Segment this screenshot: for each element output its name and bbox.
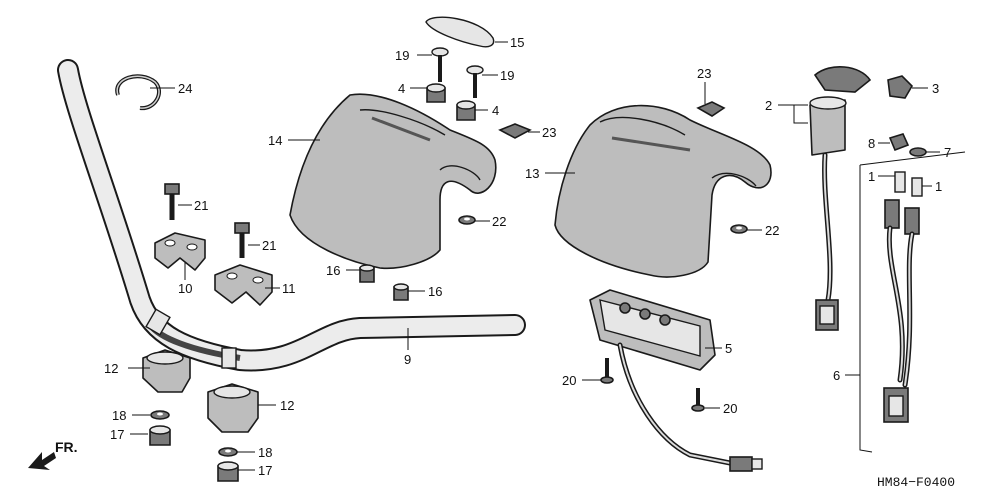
indicator-5 xyxy=(589,289,763,472)
leader-lines xyxy=(128,41,940,471)
callout-21a: 21 xyxy=(194,198,208,213)
callout-19b: 19 xyxy=(500,68,514,83)
bolt-21-b xyxy=(234,222,250,258)
callout-12b: 12 xyxy=(280,398,294,413)
callout-16a: 16 xyxy=(326,263,340,278)
harness-bracket xyxy=(859,151,966,453)
callout-17b: 17 xyxy=(258,463,272,478)
callout-14: 14 xyxy=(268,133,282,148)
callout-17a: 17 xyxy=(110,427,124,442)
callout-24: 24 xyxy=(178,81,192,96)
nut-3 xyxy=(887,75,914,99)
switch-bracket xyxy=(793,104,808,124)
callout-5: 5 xyxy=(725,341,732,356)
screw-19-a xyxy=(431,47,449,82)
nut-22-b xyxy=(730,224,748,234)
nut-23-a xyxy=(498,123,532,139)
handlebar-cover-13 xyxy=(554,104,772,278)
lower-holder-12-b xyxy=(207,383,259,433)
washer-7 xyxy=(909,147,927,157)
grommet-4-b xyxy=(456,100,476,121)
callout-21b: 21 xyxy=(262,238,276,253)
callout-11: 11 xyxy=(282,281,296,296)
collar-16-a xyxy=(359,264,375,283)
nut-17-a xyxy=(149,425,171,446)
washer-18-a xyxy=(150,410,170,420)
callout-1b: 1 xyxy=(935,179,942,194)
callout-18b: 18 xyxy=(258,445,272,460)
callout-4a: 4 xyxy=(398,81,405,96)
front-marker-label: FR. xyxy=(55,439,78,455)
callout-15: 15 xyxy=(510,35,524,50)
lower-holder-12-a xyxy=(142,349,191,393)
collar-16-b xyxy=(393,283,409,301)
callout-1a: 1 xyxy=(868,169,875,184)
grommet-4-a xyxy=(426,83,446,103)
callout-labels: 24 21 21 10 11 12 12 18 17 18 17 14 15 1… xyxy=(104,35,951,478)
washer-18-b xyxy=(218,447,238,457)
nut-17-b xyxy=(217,461,239,482)
front-arrow-icon xyxy=(28,452,56,470)
callout-23a: 23 xyxy=(542,125,556,140)
bolt-21-a xyxy=(164,183,180,220)
callout-2: 2 xyxy=(765,98,772,113)
callout-22b: 22 xyxy=(765,223,779,238)
nut-22-a xyxy=(458,215,476,225)
handlebar xyxy=(57,59,526,372)
callout-18a: 18 xyxy=(112,408,126,423)
diagram-code: HM84−F0400 xyxy=(877,475,955,490)
callout-3: 3 xyxy=(932,81,939,96)
callout-22a: 22 xyxy=(492,214,506,229)
callout-9: 9 xyxy=(404,352,411,367)
handlebar-cover-14 xyxy=(289,93,497,270)
callout-23b: 23 xyxy=(697,66,711,81)
callout-16b: 16 xyxy=(428,284,442,299)
nut-8 xyxy=(888,133,910,152)
callout-10: 10 xyxy=(178,281,192,296)
callout-20b: 20 xyxy=(723,401,737,416)
switch-2 xyxy=(809,65,872,331)
callout-13: 13 xyxy=(525,166,539,181)
screw-20-a xyxy=(600,358,614,384)
clip-24 xyxy=(115,74,161,111)
pad-15 xyxy=(425,16,495,48)
upper-holder-11 xyxy=(214,264,273,306)
callout-19a: 19 xyxy=(395,48,409,63)
nut-23-b xyxy=(696,101,726,117)
screw-20-b xyxy=(691,388,705,412)
callout-7: 7 xyxy=(944,145,951,160)
callout-6: 6 xyxy=(833,368,840,383)
screw-19-b xyxy=(466,65,484,98)
callout-12a: 12 xyxy=(104,361,118,376)
harness-6 xyxy=(883,171,923,423)
callout-8: 8 xyxy=(868,136,875,151)
upper-holder-10 xyxy=(154,232,206,271)
callout-4b: 4 xyxy=(492,103,499,118)
callout-20a: 20 xyxy=(562,373,576,388)
